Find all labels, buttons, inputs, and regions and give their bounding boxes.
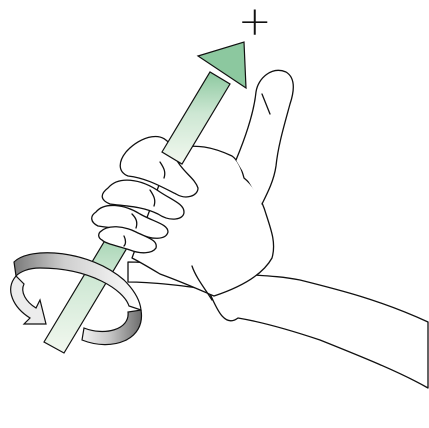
arrow-shaft-upper <box>161 71 231 165</box>
rotation-band-back <box>13 252 142 311</box>
finger-index <box>119 135 199 198</box>
positive-sign-label: + <box>238 0 272 45</box>
rotation-band-front <box>81 309 142 346</box>
forearm <box>127 261 429 389</box>
arrow-upper <box>161 41 247 165</box>
finger-middle <box>101 179 185 220</box>
finger-ring <box>91 204 169 239</box>
arrowhead-icon <box>196 41 247 90</box>
right-hand-grip-icon <box>91 69 429 389</box>
rotation-band-left <box>10 275 47 325</box>
curved-arrow-icon <box>10 275 142 346</box>
thumb <box>235 69 294 205</box>
finger-little <box>98 226 157 254</box>
